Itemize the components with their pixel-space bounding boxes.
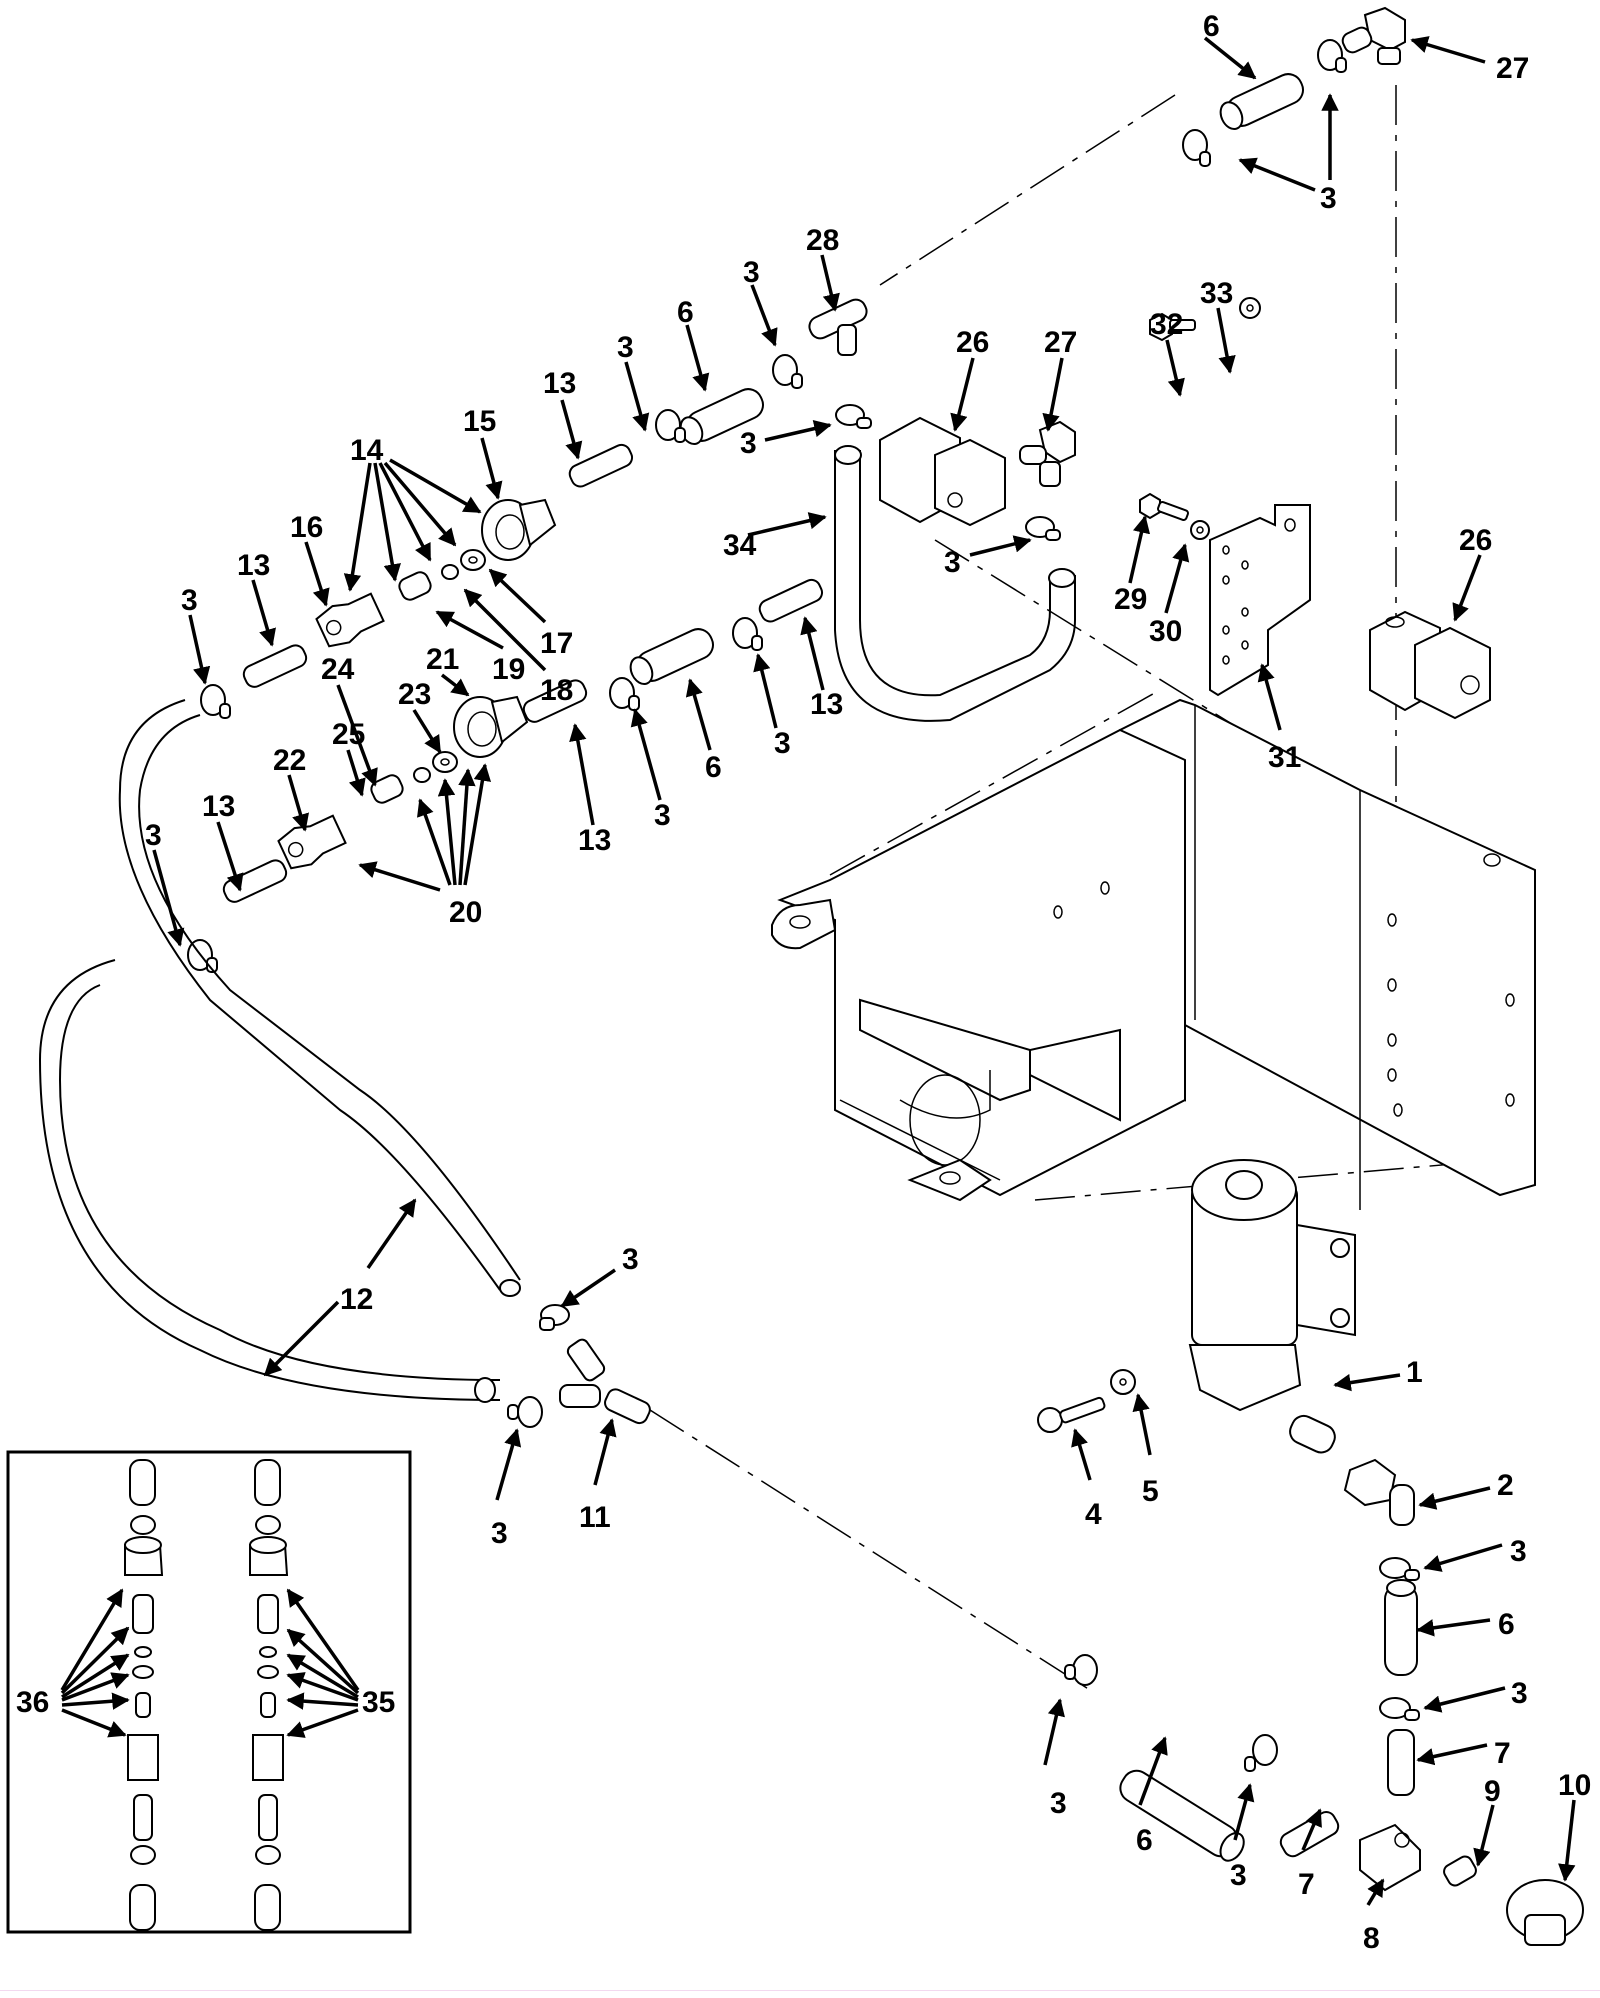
callout-13: 13 (578, 824, 611, 857)
hoses (38, 445, 1076, 1403)
callout-35: 35 (362, 1686, 395, 1719)
callout-28: 28 (806, 224, 839, 257)
callout-14: 14 (350, 434, 384, 467)
callout-27: 27 (1496, 52, 1529, 85)
callout-20: 20 (449, 896, 482, 929)
callout-1: 1 (1406, 1356, 1423, 1389)
callout-32: 32 (1150, 308, 1183, 341)
callout-26: 26 (1459, 524, 1492, 557)
callout-6: 6 (677, 296, 694, 329)
elbow-fitting-mid (1019, 420, 1076, 487)
callout-21: 21 (426, 643, 459, 676)
callout-24: 24 (321, 653, 355, 686)
callout-9: 9 (1484, 1775, 1501, 1808)
callout-36: 36 (16, 1686, 49, 1719)
screw-and-washer (1037, 1369, 1136, 1433)
callout-3: 3 (181, 584, 198, 617)
callout-12: 12 (340, 1283, 373, 1316)
callout-25: 25 (332, 718, 365, 751)
nozzle-components (277, 498, 557, 870)
callout-3: 3 (1050, 1787, 1067, 1820)
callout-7: 7 (1298, 1868, 1315, 1901)
callout-3: 3 (622, 1243, 639, 1276)
hose-clamps (187, 39, 1420, 1772)
sub-bracket-31 (1209, 504, 1311, 697)
callout-13: 13 (202, 790, 235, 823)
callout-11: 11 (579, 1501, 611, 1534)
bolts-washers (1139, 297, 1261, 540)
callout-3: 3 (491, 1517, 508, 1550)
callout-10: 10 (1558, 1769, 1591, 1802)
callout-3: 3 (774, 727, 791, 760)
callout-13: 13 (237, 549, 270, 582)
callout-6: 6 (1203, 10, 1220, 43)
callout-8: 8 (1363, 1922, 1380, 1955)
callout-3: 3 (1230, 1859, 1247, 1892)
callout-16: 16 (290, 511, 323, 544)
mounting-bracket (771, 698, 1536, 1210)
callout-3: 3 (654, 799, 671, 832)
solenoid-valve-upper (879, 416, 1006, 527)
callout-3: 3 (617, 331, 634, 364)
callout-26: 26 (956, 326, 989, 359)
callout-3: 3 (944, 546, 961, 579)
y-connector (559, 1338, 651, 1425)
callout-3: 3 (145, 819, 162, 852)
pump-motor (1188, 1159, 1415, 1526)
callout-6: 6 (1498, 1608, 1515, 1641)
callout-3: 3 (743, 256, 760, 289)
callout-3: 3 (1320, 182, 1337, 215)
callout-29: 29 (1114, 583, 1147, 616)
callout-13: 13 (543, 367, 576, 400)
callout-17: 17 (540, 627, 573, 660)
solenoid-valve-right (1369, 610, 1491, 720)
callout-27: 27 (1044, 326, 1077, 359)
callout-23: 23 (398, 678, 431, 711)
callout-18: 18 (540, 674, 573, 707)
nozzle-detail-inset (6, 1450, 412, 1934)
callout-6: 6 (705, 751, 722, 784)
callout-arrows (152, 36, 1576, 1906)
callout-13: 13 (810, 688, 843, 721)
callout-3: 3 (1510, 1535, 1527, 1568)
lower-fittings (1279, 1729, 1584, 1946)
callout-15: 15 (463, 405, 496, 438)
callout-19: 19 (492, 653, 525, 686)
callout-31: 31 (1268, 741, 1301, 774)
callout-5: 5 (1142, 1475, 1159, 1508)
inset-stack-right (249, 1459, 289, 1931)
callout-7: 7 (1494, 1737, 1511, 1770)
callout-3: 3 (1511, 1677, 1528, 1710)
tubes (629, 73, 1418, 1862)
callout-labels: 6 27 3 3 28 3 6 3 13 15 14 26 27 32 33 3… (16, 10, 1591, 1955)
inset-stack-left (124, 1459, 164, 1931)
callout-33: 33 (1200, 277, 1233, 310)
barbed-fittings (222, 443, 824, 903)
page-bottom-border (0, 1990, 1600, 1991)
inset-arrows (60, 1588, 360, 1738)
callout-30: 30 (1149, 615, 1182, 648)
callout-4: 4 (1085, 1498, 1102, 1531)
callout-6: 6 (1136, 1824, 1153, 1857)
tee-fitting-28 (808, 298, 868, 356)
callout-34: 34 (723, 529, 757, 562)
callout-22: 22 (273, 744, 306, 777)
callout-3: 3 (740, 427, 757, 460)
callout-2: 2 (1497, 1469, 1514, 1502)
elbow-fitting-top (1341, 6, 1406, 65)
